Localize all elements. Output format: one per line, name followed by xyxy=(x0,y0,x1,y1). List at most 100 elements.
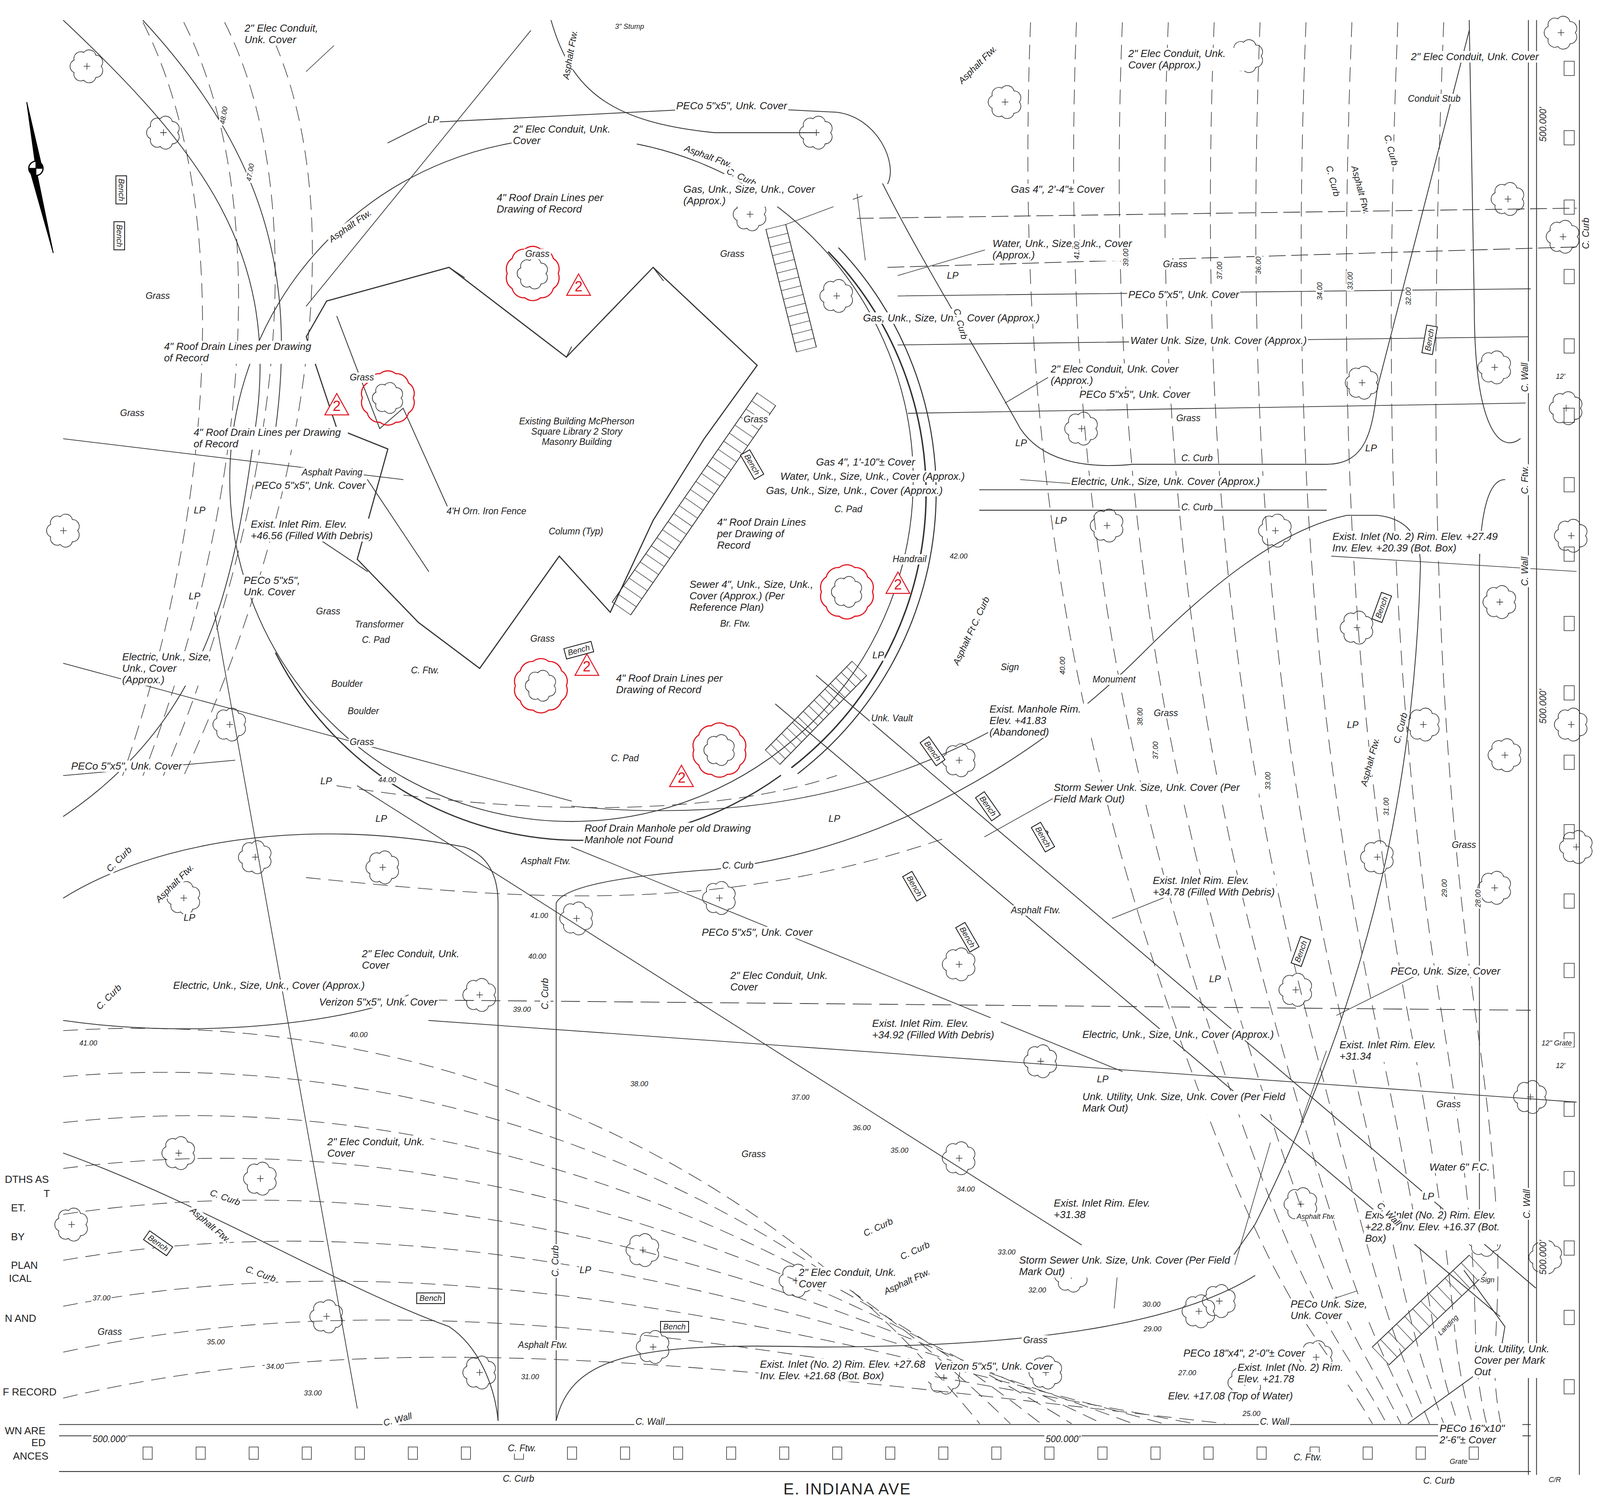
map-label: Storm Sewer Unk. Size, Unk. Cover (Per F… xyxy=(1017,1254,1235,1278)
tree-symbol xyxy=(83,63,90,70)
parking-block xyxy=(1469,1446,1479,1459)
parking-block xyxy=(408,1446,418,1459)
contour-line xyxy=(63,1240,1133,1424)
contour-line xyxy=(63,1157,1072,1424)
parking-block xyxy=(195,1446,205,1459)
tree-symbol xyxy=(1078,425,1085,432)
map-label: 4" Roof Drain Lines per Drawing of Recor… xyxy=(715,516,821,551)
tree-symbol xyxy=(1573,843,1580,850)
map-label: 500.000' xyxy=(1538,687,1549,725)
map-label: PECo 5"x5", Unk. Cover xyxy=(70,760,184,772)
map-label: 33.00 xyxy=(1264,770,1272,791)
stair-tread xyxy=(645,553,665,567)
stair-tread xyxy=(841,671,856,687)
tree-symbol xyxy=(60,527,67,534)
tree-symbol xyxy=(942,1141,976,1175)
stair-tread xyxy=(729,432,748,446)
stair-edge xyxy=(1372,1254,1487,1365)
bench-box: Bench xyxy=(115,175,128,205)
stair-tread xyxy=(787,727,802,743)
tree-symbol xyxy=(1313,1353,1320,1360)
tree-symbol xyxy=(1420,721,1427,727)
map-label: LP xyxy=(188,590,201,602)
map-label: 500.000' xyxy=(1538,105,1549,143)
stair-tread xyxy=(819,694,835,709)
map-label: Column (Typ) xyxy=(547,526,605,537)
parking-block xyxy=(832,1446,842,1459)
map-label: 38.00 xyxy=(1136,706,1145,727)
stair-tread xyxy=(783,294,804,300)
tree-symbol xyxy=(1182,1294,1215,1328)
stair-tread xyxy=(1380,1338,1398,1357)
tree-symbol xyxy=(70,49,103,83)
stair-tread xyxy=(808,705,824,720)
tree-symbol xyxy=(252,854,259,860)
map-label: C. Curb xyxy=(540,976,551,1010)
map-label: Conduit Stub xyxy=(1406,93,1462,105)
parking-block xyxy=(142,1446,152,1459)
map-label: 32.00 xyxy=(1404,285,1413,306)
map-label: C. Wall xyxy=(634,1416,667,1427)
map-linework xyxy=(357,785,1577,1245)
map-label: 40.00 xyxy=(1058,655,1067,676)
map-label: C. Wall xyxy=(1520,361,1531,393)
tree-symbol xyxy=(309,1299,343,1333)
tree-symbol xyxy=(819,279,853,313)
map-label: Handrail xyxy=(891,554,928,565)
tree-symbol xyxy=(1554,707,1588,741)
stair-tread xyxy=(701,473,720,486)
bench-box: Bench xyxy=(955,921,980,952)
map-label: 2" Elec Conduit, Unk. Cover (Approx.) xyxy=(1049,363,1185,387)
bench-label: Bench xyxy=(663,1321,686,1331)
map-label: 4" Roof Drain Lines per Drawing of Recor… xyxy=(495,191,621,215)
tree-symbol xyxy=(161,1136,195,1170)
parking-block xyxy=(1150,1446,1160,1459)
map-label: Asphalt Ftw. xyxy=(955,42,1000,87)
tree-symbol xyxy=(372,382,403,414)
tree-symbol xyxy=(636,1330,670,1363)
map-label: Exist. Inlet (No. 2) Rim. Elev. +27.49 I… xyxy=(1331,530,1507,554)
map-label: Exist. Inlet Rim. Elev. +31.34 xyxy=(1338,1038,1443,1062)
tree-symbol xyxy=(1488,738,1521,772)
map-label: 37.00 xyxy=(91,1293,112,1302)
contour-line xyxy=(63,1280,1164,1424)
parking-block xyxy=(991,1446,1001,1459)
tree-symbol xyxy=(1491,182,1525,216)
tree-symbol xyxy=(175,1149,182,1156)
map-label: Grass xyxy=(119,408,146,419)
bench-box: Bench xyxy=(974,791,1001,822)
tree-symbol xyxy=(1360,840,1394,874)
revision-triangle: 2 xyxy=(324,392,350,416)
map-label: Asphalt Ftw. xyxy=(1009,905,1062,916)
map-label: PECo 18"x4", 2'-0"± Cover xyxy=(1182,1347,1306,1359)
map-label: Exist. Inlet (No. 2) Rim. Elev. +21.78 xyxy=(1236,1361,1357,1385)
tree-symbol xyxy=(1477,871,1511,904)
map-label: ICAL xyxy=(7,1272,33,1284)
map-label: LP xyxy=(375,813,388,824)
map-label: 12' xyxy=(1554,372,1566,381)
contour-line xyxy=(306,775,949,896)
bench-box: Bench xyxy=(740,448,765,480)
tree-symbol xyxy=(1546,220,1580,253)
tree-symbol xyxy=(476,1368,483,1375)
contour-line xyxy=(63,1356,1225,1424)
stair-tread xyxy=(781,285,801,291)
tree-symbol xyxy=(799,115,833,149)
map-label: WN ARE xyxy=(3,1424,47,1437)
map-linework xyxy=(28,161,44,176)
map-label: Asphalt Ftw. xyxy=(516,1339,569,1350)
stair-tread xyxy=(770,744,786,759)
map-label: Gas, Unk., Size, Unk., Cover (Approx.) xyxy=(682,183,853,207)
map-linework xyxy=(449,267,664,357)
map-label: LP xyxy=(1096,1073,1109,1085)
map-label: C. Ftw. xyxy=(409,665,441,676)
map-label: 12' xyxy=(1554,1061,1566,1070)
map-label: Exist. Inlet Rim. Elev. +46.56 (Filled W… xyxy=(249,518,375,542)
map-label: 2" Elec Conduit, Unk. Cover xyxy=(326,1135,431,1159)
tree-symbol xyxy=(1477,350,1511,384)
map-label: C. Curb xyxy=(1323,163,1342,199)
map-label: PECo 5"x5", Unk. Cover xyxy=(242,574,317,598)
tree-symbol xyxy=(746,211,753,218)
map-label: LP xyxy=(946,270,959,281)
map-label: Existing Building McPherson Square Libra… xyxy=(516,416,637,447)
